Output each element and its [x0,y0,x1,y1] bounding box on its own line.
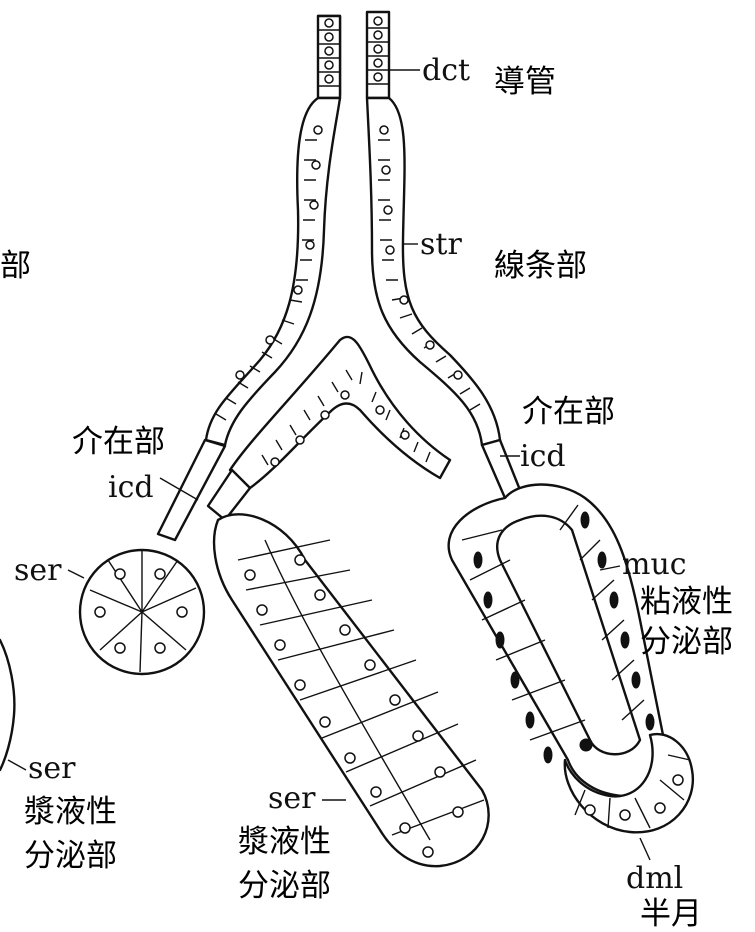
label-icd-right: icd [520,439,566,474]
intercalated-duct-left [158,440,225,540]
label-ser-far-left: ser [28,751,76,786]
label-icd-left-jp: 介在部 [72,424,165,460]
label-ser-center: ser [268,781,316,816]
serous-tubule-center [214,514,489,866]
label-dml: dml [626,861,683,896]
label-left-cut-jp: 部 [0,248,31,284]
label-ser-center-jp-1: 漿液性 [238,824,331,860]
label-dml-jp: 半月 [640,896,702,932]
label-ser-center-jp-2: 分泌部 [238,868,331,904]
striations [216,140,480,465]
label-muc: muc [622,547,687,582]
serous-acinus-left [80,550,204,674]
striated-duct-right-wall [367,98,500,445]
label-dct: dct [422,53,470,88]
label-ser-left: ser [14,553,62,588]
partial-serous-acinus-edge [0,640,14,770]
label-muc-jp-2: 分泌部 [640,624,733,660]
label-dct-jp: 導管 [494,64,556,100]
label-icd-left: icd [108,470,154,505]
label-str-jp: 線条部 [494,248,587,284]
label-muc-jp-1: 粘液性 [640,584,733,620]
label-ser-far-left-jp-2: 分泌部 [24,838,117,874]
duct-system [158,12,520,540]
label-str: str [420,227,462,262]
label-icd-right-jp: 介在部 [522,394,615,430]
label-ser-far-left-jp-1: 漿液性 [24,794,117,830]
mucous-tubule [449,485,669,796]
